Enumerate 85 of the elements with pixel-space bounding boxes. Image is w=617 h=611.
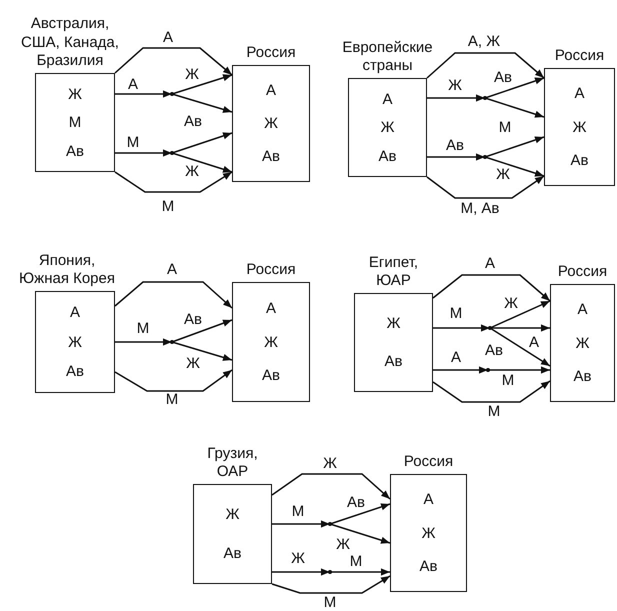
arrow [490, 324, 550, 332]
junction-dot [486, 368, 490, 372]
product-code: Ав [420, 558, 438, 575]
arrow [172, 74, 232, 95]
arrow [115, 338, 172, 346]
arrow [115, 149, 172, 157]
arrow [427, 94, 485, 102]
arrow [330, 503, 390, 525]
junction-dot [328, 570, 332, 574]
junction-dot [170, 151, 174, 155]
country-name: Россия [404, 453, 454, 472]
product-code: Ав [378, 148, 396, 164]
product-code: Ав [262, 148, 280, 165]
arrow [272, 575, 390, 594]
arrow [427, 153, 485, 161]
arrow [115, 90, 172, 98]
arrow [172, 319, 232, 343]
arrow [172, 341, 232, 361]
arrow [484, 156, 544, 177]
product-code: А [577, 301, 588, 318]
junction-dot [170, 92, 174, 96]
country-name: Европейские страны [341, 38, 434, 76]
junction-dot [488, 326, 492, 330]
product-code: Ав [224, 544, 242, 562]
country-name: Египет, ЮАР [368, 254, 420, 291]
arrow [484, 77, 544, 99]
country-name: Россия [246, 44, 296, 63]
arrow [114, 171, 232, 193]
arrow [172, 93, 232, 113]
arrow [432, 380, 550, 403]
arrow [426, 175, 544, 199]
product-code: Ж [380, 119, 394, 136]
product-code: Ав [66, 362, 84, 380]
edge-label: М, Ав [460, 201, 500, 217]
edge-label: А, Ж [466, 34, 502, 50]
product-code: А [70, 304, 80, 322]
arrow [432, 274, 550, 302]
arrow [114, 281, 232, 309]
product-code: Ж [264, 115, 278, 132]
arrow [272, 473, 390, 500]
product-code: М [68, 114, 82, 131]
arrow [433, 324, 490, 332]
product-code: Ав [384, 353, 402, 370]
arrow [426, 52, 544, 79]
arrow [490, 300, 550, 329]
arrow [330, 523, 390, 544]
arrow [433, 366, 488, 374]
product-code: Ав [570, 152, 588, 169]
arrow [114, 369, 232, 392]
arrow [330, 568, 390, 576]
arrow [172, 152, 232, 173]
arrow [114, 47, 232, 76]
junction-dot [170, 340, 174, 344]
junction-dot [328, 522, 332, 526]
product-code: Ав [66, 142, 84, 160]
arrow [172, 132, 232, 154]
country-name: Россия [246, 261, 296, 280]
product-code: Ж [68, 86, 82, 102]
product-code: Ав [574, 368, 592, 385]
product-code: Ж [386, 315, 400, 332]
product-code: А [266, 82, 276, 99]
country-name: Россия [554, 47, 604, 66]
product-code: А [382, 90, 392, 108]
product-code: Ж [264, 334, 278, 350]
product-code: А [574, 85, 584, 102]
junction-dot [483, 155, 487, 159]
product-code: Ж [576, 334, 590, 352]
country-name: Австралия, США, Канада, Бразилия [20, 14, 120, 71]
product-code: Ав [262, 367, 280, 384]
country-name: Япония, Южная Корея [18, 252, 116, 289]
product-code: Ж [422, 524, 436, 542]
country-name: Грузия, ОАР [206, 444, 259, 482]
arrow [490, 327, 550, 367]
arrow [488, 366, 550, 374]
arrow [272, 520, 330, 528]
product-code: Ж [572, 118, 586, 136]
product-code: Ж [68, 334, 82, 350]
product-code: А [266, 300, 276, 317]
country-name: Россия [558, 263, 608, 282]
product-code: Ж [226, 506, 240, 524]
arrow [272, 568, 330, 576]
arrow [484, 136, 544, 158]
arrow [484, 97, 544, 118]
product-code: А [423, 491, 434, 508]
junction-dot [483, 96, 487, 100]
